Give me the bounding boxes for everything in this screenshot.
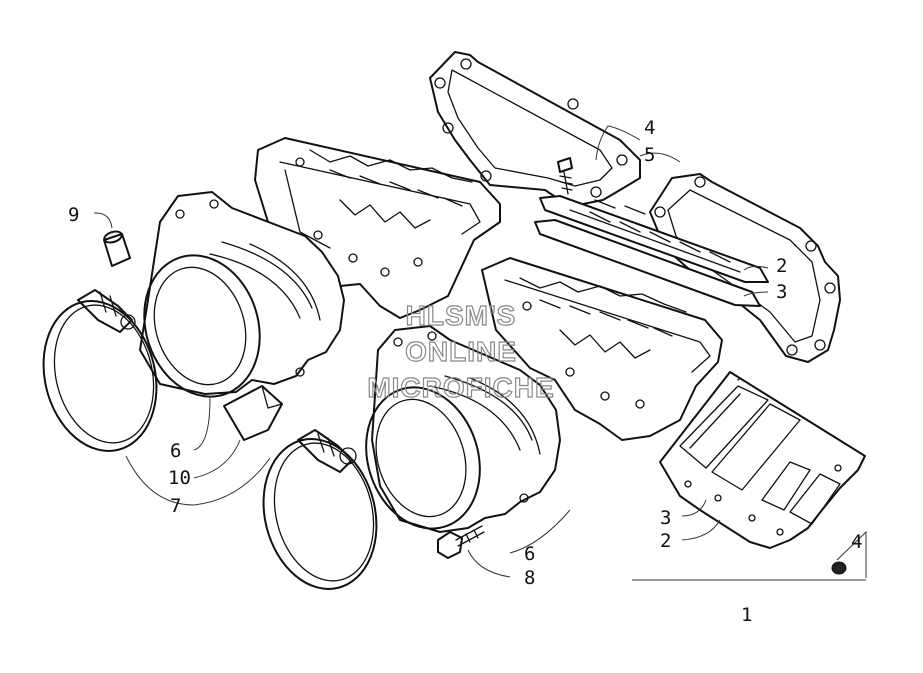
sleeve [103,230,131,267]
callout-2-right: 2 [776,255,787,277]
nut-lower [831,561,847,575]
callout-4-bottom: 4 [851,531,862,553]
intake-boot-left [139,191,345,398]
callout-4-top: 4 [644,117,655,139]
callout-1: 1 [741,604,752,626]
intake-boot-right [365,325,561,533]
callout-10: 10 [168,467,191,489]
callout-3-bottom: 3 [660,507,671,529]
watermark-line-3: MICROFICHE [367,372,554,403]
callout-9: 9 [68,204,79,226]
reed-plate-upper [534,195,769,307]
leader-lines [93,125,867,581]
callout-7: 7 [170,495,181,517]
hose-clamp-right [262,429,378,590]
hose-clamp-left [42,289,158,452]
callout-6-left: 6 [170,440,181,462]
reed-cage-right [481,257,723,441]
bracket [223,385,283,441]
watermark-line-1: HLSM'S [406,300,517,331]
callout-8: 8 [524,567,535,589]
reed-plate-lower [659,371,866,549]
screw-upper [557,157,573,195]
gasket-upper [429,51,641,206]
callouts: 9 4 5 2 3 6 10 7 3 2 4 6 8 1 [68,117,862,626]
watermark: HLSM'S ONLINE MICROFICHE [367,299,555,403]
callout-2-bottom: 2 [660,530,671,552]
callout-6-bottom: 6 [524,543,535,565]
cap-screw [437,525,485,559]
callout-5: 5 [644,144,655,166]
callout-3-right: 3 [776,281,787,303]
watermark-line-2: ONLINE [405,336,517,367]
